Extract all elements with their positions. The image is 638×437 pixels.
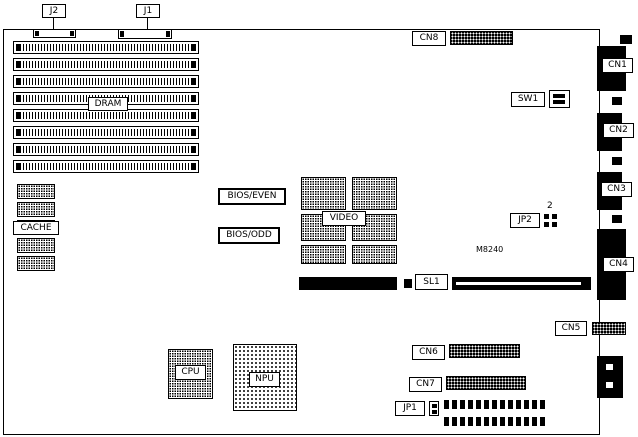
j2-label: J2 [42,4,66,18]
cache-chip [17,184,55,199]
pin-header [444,398,546,429]
right-edge-connector-bottom [597,356,623,398]
j1-connector [118,29,172,39]
bracket-tab [620,35,632,44]
cache-chip [17,238,55,253]
cn6-connector [449,344,520,358]
dram-simm-socket [13,58,199,71]
j1-label: J1 [136,4,160,18]
jp2-pin-number: 2 [547,201,553,211]
sl1-slot-segment [299,277,397,290]
cn5-label: CN5 [555,321,587,336]
video-chip [352,245,397,264]
cn3-label: CN3 [601,182,632,197]
dram-simm-socket [13,160,199,173]
cn8-connector [450,31,513,45]
j2-connector [33,29,76,38]
sw1-dip-switch [549,90,570,108]
jp2-label: JP2 [510,213,540,228]
cache-chip [17,202,55,217]
bracket-tab [612,97,622,105]
cn6-label: CN6 [412,345,445,360]
cn7-connector [446,376,526,390]
j1-leader-line [147,18,148,29]
sl1-slot-key [404,279,412,288]
cpu-label: CPU [175,365,206,380]
sl1-slot-segment [452,277,591,290]
dram-simm-socket [13,143,199,156]
jp2-jumper-block [544,214,559,227]
cn2-label: CN2 [603,123,634,138]
dram-simm-socket [13,75,199,88]
video-label: VIDEO [322,211,366,226]
jp1-jumper-block [429,401,439,416]
video-chip [301,245,346,264]
sl1-label: SL1 [415,274,448,290]
dram-simm-socket [13,41,199,54]
cache-chip [17,256,55,271]
cache-label: CACHE [13,221,59,235]
j2-leader-line [53,18,54,29]
npu-label: NPU [249,372,280,387]
bios-odd-chip: BIOS/ODD [218,227,280,244]
sw1-label: SW1 [511,92,545,107]
cn4-label: CN4 [603,257,634,272]
cn7-label: CN7 [409,377,442,392]
jp1-label: JP1 [395,401,425,416]
npu-socket [233,344,297,411]
cn1-label: CN1 [602,58,633,73]
video-chip [352,177,397,210]
bios-even-chip: BIOS/EVEN [218,188,286,205]
bracket-tab [612,157,622,165]
cn8-label: CN8 [412,31,446,46]
dram-simm-socket [13,126,199,139]
dram-label: DRAM [88,97,128,111]
cn5-connector [592,322,626,335]
video-chip [301,177,346,210]
bracket-tab [612,215,622,223]
silkscreen-part-number: M8240 [476,245,504,254]
